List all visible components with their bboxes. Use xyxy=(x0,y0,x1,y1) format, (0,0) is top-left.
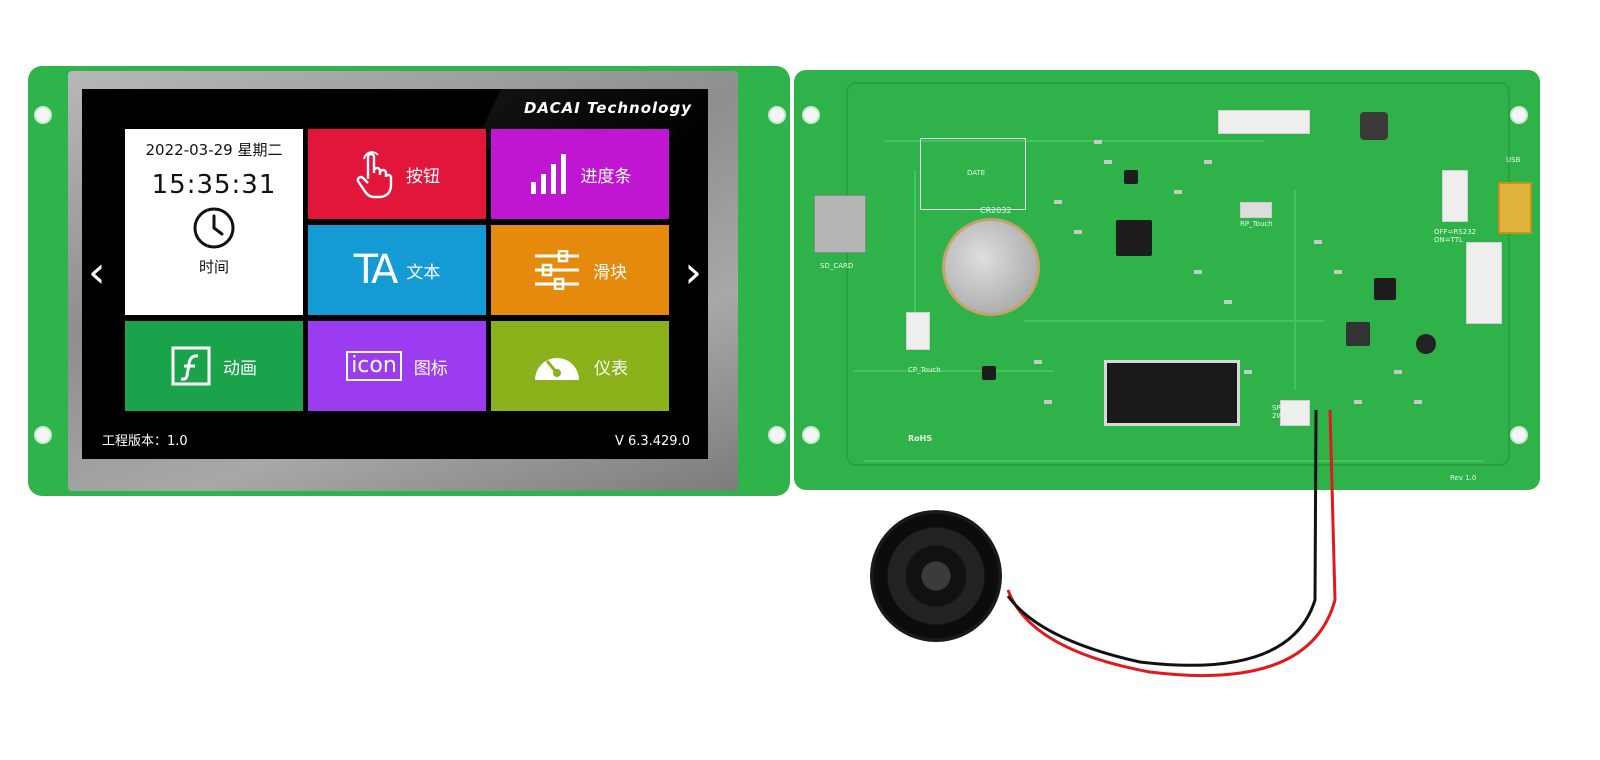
ic-chip xyxy=(982,366,996,380)
mount-hole xyxy=(1510,106,1528,124)
tile-label: 图标 xyxy=(413,358,448,379)
rp-touch-connector xyxy=(1240,202,1272,218)
display-bezel: DACAI Technology ‹ › 2022-03-29 星期二 15:3… xyxy=(68,71,738,491)
rohs-mark: RoHS xyxy=(908,434,933,443)
mount-hole xyxy=(1510,426,1528,444)
usb-port xyxy=(1498,182,1532,234)
tile-label: 仪表 xyxy=(594,358,628,379)
tile-label: 动画 xyxy=(223,358,257,379)
icon-text-icon: icon xyxy=(346,351,402,381)
mcu-chip xyxy=(1116,220,1152,256)
slider-icon xyxy=(535,250,579,290)
buzzer xyxy=(1360,112,1388,140)
bar-chart-icon xyxy=(530,154,566,194)
inductor xyxy=(1346,322,1370,346)
lcd-screen: DACAI Technology ‹ › 2022-03-29 星期二 15:3… xyxy=(82,89,708,459)
tile-slider[interactable]: 滑块 xyxy=(491,225,669,315)
hand-pointer-icon xyxy=(356,151,393,199)
rp-touch-label: RP_Touch xyxy=(1240,220,1273,228)
ic-chip xyxy=(1124,170,1138,184)
tile-label: 进度条 xyxy=(580,166,632,187)
mount-hole xyxy=(768,106,786,124)
tile-text[interactable]: TA 文本 xyxy=(308,225,486,315)
tile-label: 按钮 xyxy=(406,166,440,187)
brand-title: DACAI Technology xyxy=(523,99,692,117)
fpc-connector xyxy=(1104,360,1240,426)
tile-icon[interactable]: icon 图标 xyxy=(308,321,486,411)
capacitor xyxy=(1416,334,1436,354)
connector-j11 xyxy=(1218,110,1310,134)
revision-label: Rev 1.0 xyxy=(1450,474,1477,482)
clock-date: 2022-03-29 星期二 xyxy=(145,141,283,159)
clock-time: 15:35:31 xyxy=(151,170,277,200)
cp-touch-connector xyxy=(906,312,930,350)
cp-touch-label: CP_Touch xyxy=(908,366,941,374)
app-tile-grid: 2022-03-29 星期二 15:35:31 时间 按钮 xyxy=(125,129,669,411)
tile-label: 滑块 xyxy=(593,262,627,283)
connector-j6 xyxy=(1466,242,1502,324)
prev-page-arrow-icon[interactable]: ‹ xyxy=(88,247,106,298)
project-version: 工程版本：1.0 xyxy=(102,434,188,449)
mount-hole xyxy=(802,106,820,124)
tile-animation[interactable]: 动画 xyxy=(125,321,303,411)
coin-battery xyxy=(942,218,1040,316)
speaker-wires xyxy=(1006,409,1337,678)
gauge-icon xyxy=(535,352,579,380)
tile-meter[interactable]: 仪表 xyxy=(491,321,669,411)
flash-icon xyxy=(171,346,211,386)
clock-label: 时间 xyxy=(198,258,229,276)
mount-hole xyxy=(768,426,786,444)
uart-label-2: ON=TTL xyxy=(1434,236,1463,244)
front-module-pcb: DACAI Technology ‹ › 2022-03-29 星期二 15:3… xyxy=(28,66,790,496)
back-module-pcb: SD_CARD DATE CR2032 RP_Touch CP_Touch US… xyxy=(794,70,1540,490)
mount-hole xyxy=(34,106,52,124)
date-label: DATE xyxy=(967,169,986,177)
speaker xyxy=(870,510,1002,642)
sd-card-slot xyxy=(814,195,866,253)
speaker-spec-label: 2W 4Ω xyxy=(1272,412,1296,420)
speaker-label: SPEAKER xyxy=(1272,404,1304,412)
firmware-version: V 6.3.429.0 xyxy=(614,434,690,449)
clock-tile[interactable]: 2022-03-29 星期二 15:35:31 时间 xyxy=(125,129,303,315)
text-ta-icon: TA xyxy=(353,247,399,293)
usb-label: USB xyxy=(1506,156,1521,164)
ic-chip xyxy=(1374,278,1396,300)
next-page-arrow-icon[interactable]: › xyxy=(684,247,702,298)
date-box: DATE xyxy=(920,138,1026,210)
battery-label: CR2032 xyxy=(980,206,1012,215)
sd-card-label: SD_CARD xyxy=(820,262,854,270)
clock-icon xyxy=(193,207,235,249)
connector-j5 xyxy=(1442,170,1468,222)
speaker-connector xyxy=(1280,400,1310,426)
uart-label: OFF=RS232 xyxy=(1434,228,1477,236)
mount-hole xyxy=(802,426,820,444)
pcb-outline xyxy=(846,82,1510,466)
tile-progress[interactable]: 进度条 xyxy=(491,129,669,219)
mount-hole xyxy=(34,426,52,444)
tile-button[interactable]: 按钮 xyxy=(308,129,486,219)
tile-label: 文本 xyxy=(406,262,441,283)
